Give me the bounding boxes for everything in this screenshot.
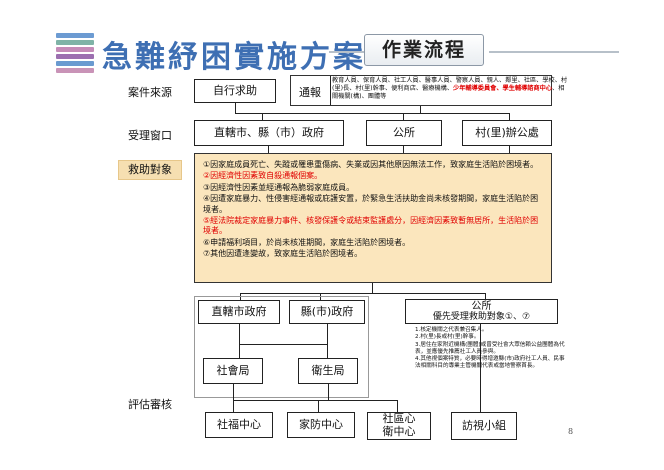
note-item: 2.村(里)長或村(里)幹事。 [415,334,480,341]
page-number: 8 [568,427,574,436]
rescue-targets-panel: ①因家庭成員死亡、失蹤或罹患重傷病、失業或因其他原因無法工作，致家庭生活陷於困境… [194,153,552,283]
family-center-box: 家防中心 [287,412,355,438]
social-bureau-box: 社會局 [203,358,263,384]
decor-bar [56,61,94,66]
connector [268,146,270,153]
municipal-gov-box: 直轄市政府 [198,300,280,324]
connector [327,324,329,358]
row-label-window: 受理窗口 [128,129,172,142]
connector [233,384,235,400]
decor-bar [56,47,94,52]
connector [509,146,511,153]
connector [509,113,511,120]
government-group-frame [194,296,369,398]
note-item: 4.其他視個案特質，必要時得增邀縣(市)政府社工人員、民事法相關科目的專業主管機… [415,356,565,370]
connector [240,293,486,295]
connector [262,113,264,120]
row-label-rescue: 救助對象 [118,160,182,180]
connector [328,384,330,400]
rescue-item: ①因家庭成員死亡、失蹤或罹患重傷病、失業或因其他原因無法工作，致家庭生活陷於困境… [203,160,539,169]
connector [239,324,241,358]
office-box: 公所 [366,120,442,146]
connector [397,400,399,412]
title-divider [489,51,619,53]
title-divider [329,51,365,53]
connector [233,400,398,402]
note-item: 3.居住在家附近機構(團體)或曾受社會大眾信賴公益團體為代表，並應優先推薦社工人… [415,341,565,355]
rescue-item: ⑤經法院裁定家庭暴力事件、核發保護令或結束監護處分，因經濟因素致暫無居所，生活陷… [203,215,539,236]
health-bureau-box: 衛生局 [298,358,358,384]
decor-bar [56,68,94,73]
rescue-item: ③因經濟性因素並經通報為脆弱家庭成員。 [203,182,355,192]
note-item: 1.核定機關之代表兼召集人。 [415,327,488,333]
connector [239,344,328,346]
rescue-item: ⑥申請福利項目，於尚未核准期間，家庭生活陷於困境者。 [203,237,411,247]
connector [403,146,405,153]
notify-label: 通報 [299,86,321,99]
office-review-box: 公所 優先受理救助對象①、⑦ [405,299,558,324]
row-label-source: 案件來源 [128,86,172,99]
decor-bar [56,54,94,59]
connector [372,283,374,293]
connector [235,113,510,115]
notify-divider [330,76,332,105]
page-title: 急難紓困實施方案 [102,40,366,75]
rescue-item: ④因遭家庭暴力、性侵害經通報或庇護安置，於緊急生活扶助金尚未核發期間，家庭生活陷… [203,194,539,214]
section-badge: 作業流程 [364,34,484,66]
connector [480,324,482,412]
connector [235,103,237,113]
county-gov-review-box: 縣(市)政府 [289,300,365,324]
community-mental-center-box: 社區心衛中心 [367,412,431,440]
office-review-title: 公所 [471,300,492,312]
rescue-item: ⑦其他因遭逢變故，致家庭生活陷於困境者。 [203,249,363,259]
visit-team-box: 訪視小組 [451,412,517,440]
village-office-box: 村(里)辦公處 [462,120,552,146]
row-label-review: 評估審核 [128,398,172,411]
visit-team-notes: 1.核定機關之代表兼召集人。 2.村(里)長或村(里)幹事。 3.居住在家附近機… [415,327,565,371]
county-gov-box: 直轄市、縣（市）政府 [194,120,344,146]
welfare-center-box: 社福中心 [205,412,273,438]
connector [485,293,487,299]
decor-bar [56,40,94,45]
self-help-box: 自行求助 [194,79,276,103]
connector [403,113,405,120]
connector [420,106,422,113]
notify-frame [290,75,552,106]
connector [233,400,235,412]
title-decoration-bars [56,33,94,73]
office-review-subtitle: 優先受理救助對象①、⑦ [432,312,531,323]
rescue-item: ②因經濟性因素致自殺通報個案。 [203,171,323,181]
notify-sources-text: 教育人員、保育人員、社工人員、醫事人員、警察人員、親人、鄰里、社區、學校、村(里… [332,77,568,101]
connector [318,400,320,412]
decor-bar [56,33,94,38]
